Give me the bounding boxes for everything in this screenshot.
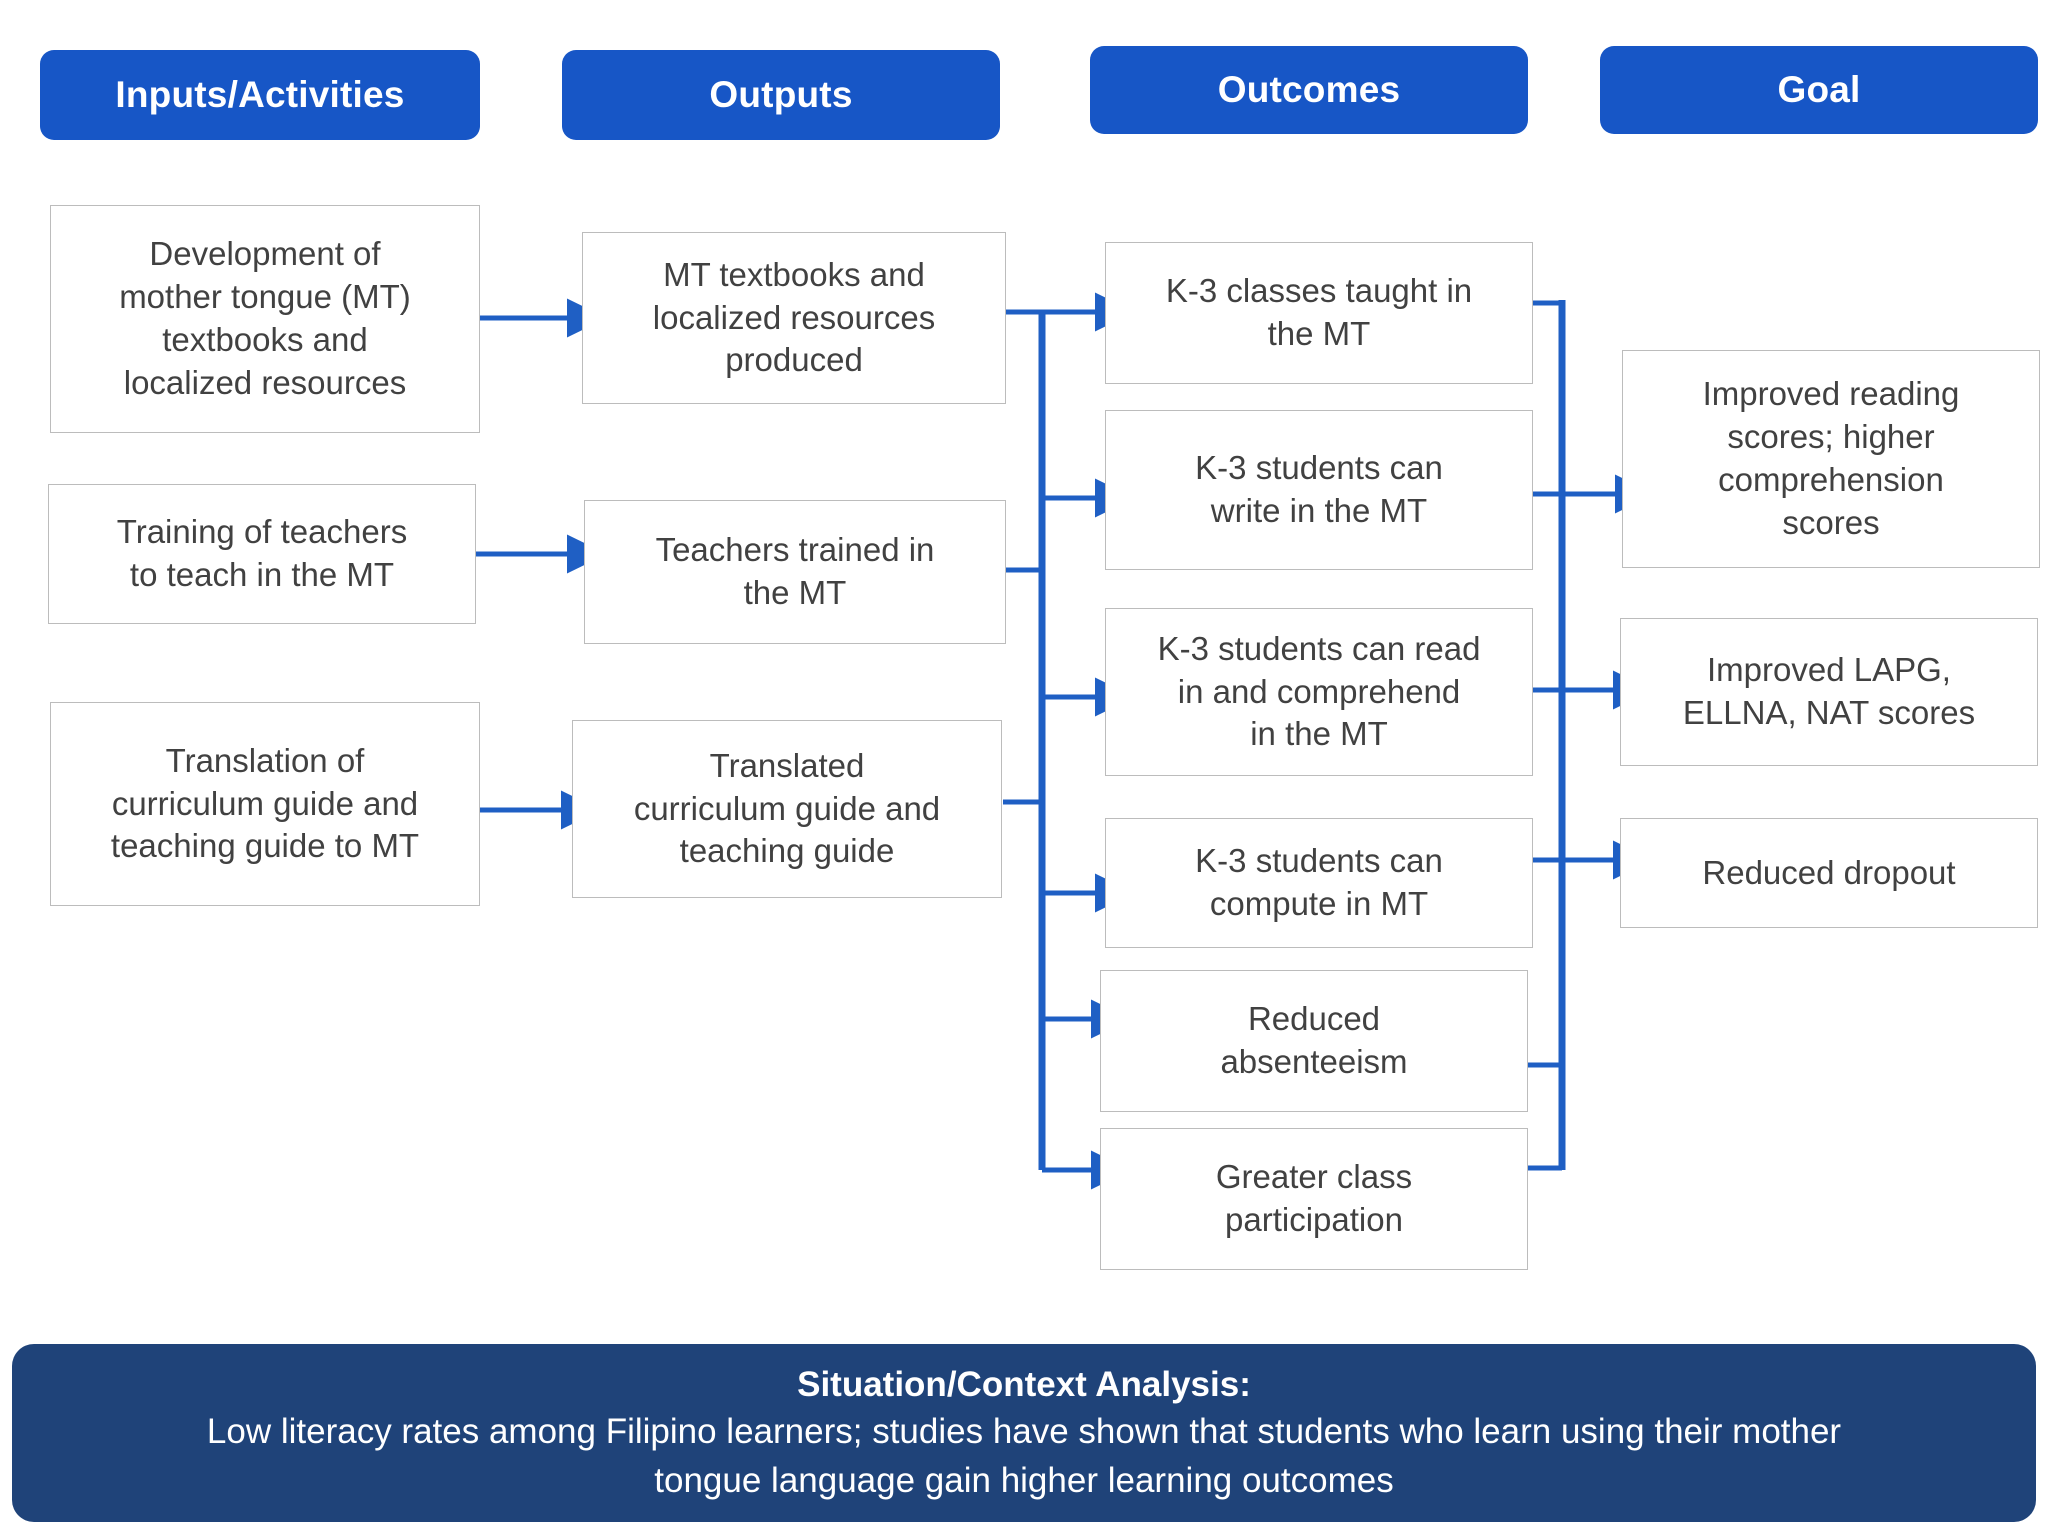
outcomes-box-5[interactable]: Reduced absenteeism [1100,970,1528,1112]
outputs-box-2[interactable]: Teachers trained in the MT [584,500,1006,644]
outcomes-box-1[interactable]: K-3 classes taught in the MT [1105,242,1533,384]
column-header-inputs[interactable]: Inputs/Activities [40,50,480,140]
situation-context-banner: Situation/Context Analysis: Low literacy… [12,1344,2036,1522]
inputs-box-1[interactable]: Development of mother tongue (MT) textbo… [50,205,480,433]
outcomes-box-2[interactable]: K-3 students can write in the MT [1105,410,1533,570]
outcomes-box-4[interactable]: K-3 students can compute in MT [1105,818,1533,948]
column-header-goal[interactable]: Goal [1600,46,2038,134]
outcomes-box-6[interactable]: Greater class participation [1100,1128,1528,1270]
goal-box-3[interactable]: Reduced dropout [1620,818,2038,928]
inputs-box-3[interactable]: Translation of curriculum guide and teac… [50,702,480,906]
goal-box-2[interactable]: Improved LAPG, ELLNA, NAT scores [1620,618,2038,766]
outputs-box-3[interactable]: Translated curriculum guide and teaching… [572,720,1002,898]
situation-context-body: Low literacy rates among Filipino learne… [206,1412,1842,1500]
column-header-outcomes[interactable]: Outcomes [1090,46,1528,134]
outcomes-box-3[interactable]: K-3 students can read in and comprehend … [1105,608,1533,776]
situation-context-title: Situation/Context Analysis: [797,1365,1251,1405]
inputs-box-2[interactable]: Training of teachers to teach in the MT [48,484,476,624]
goal-box-1[interactable]: Improved reading scores; higher comprehe… [1622,350,2040,568]
outputs-box-1[interactable]: MT textbooks and localized resources pro… [582,232,1006,404]
column-header-outputs[interactable]: Outputs [562,50,1000,140]
